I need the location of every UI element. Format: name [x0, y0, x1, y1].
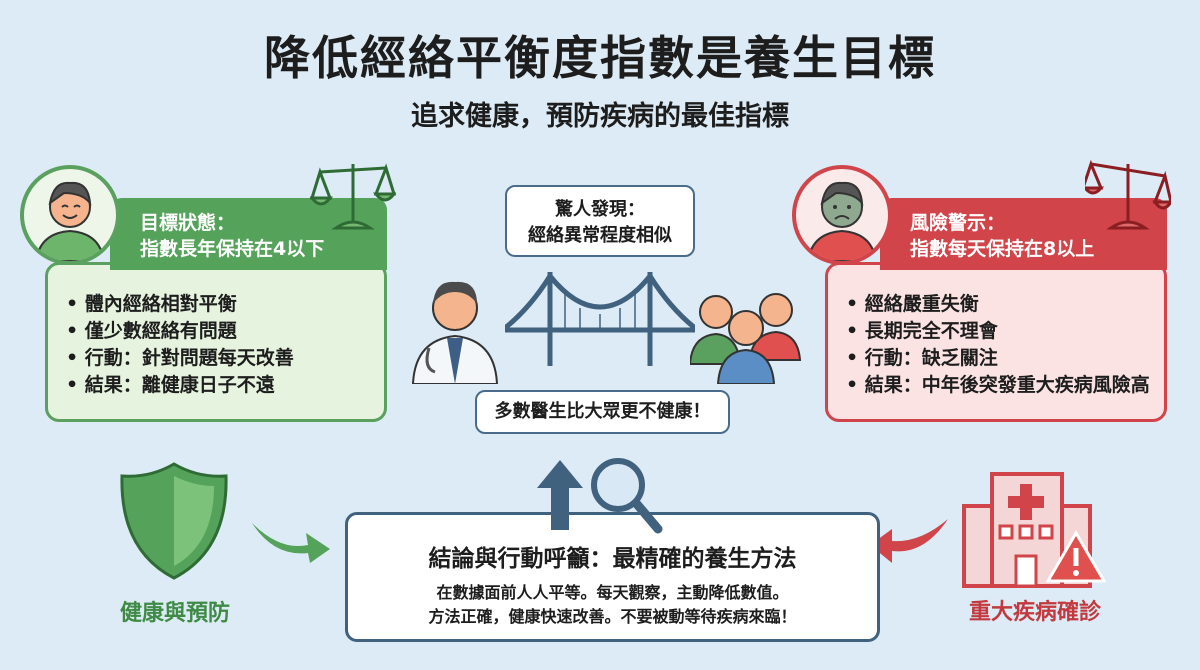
- list-item: 僅少數經絡有問題: [66, 318, 384, 345]
- conclusion-line-2: 方法正確，健康快速改善。不要被動等待疾病來臨！: [428, 607, 797, 626]
- list-item: 長期完全不理會: [846, 318, 1164, 345]
- page-subtitle: 追求健康，預防疾病的最佳指標: [411, 101, 789, 132]
- risk-heading-2: 指數每天保持在8以上: [910, 238, 1095, 260]
- discovery-line-2: 經絡異常程度相似: [528, 225, 672, 246]
- balanced-scale-icon: [310, 163, 396, 230]
- people-group-icon: [690, 293, 802, 384]
- health-prevention-label: 健康與預防: [119, 601, 230, 626]
- goal-card-header: 目標狀態： 指數長年保持在4以下: [110, 198, 387, 270]
- risk-card-header: 風險警示： 指數每天保持在8以上: [880, 198, 1167, 270]
- list-item: 結果：中年後突發重大疾病風險高: [846, 372, 1164, 399]
- red-arrow-icon: [870, 519, 948, 563]
- major-disease-label: 重大疾病確診: [968, 600, 1101, 625]
- bridge-icon: [505, 271, 695, 366]
- goal-heading-1: 目標狀態：: [140, 212, 236, 234]
- warning-icon: [1046, 530, 1106, 583]
- sad-person-icon: [792, 165, 892, 265]
- goal-list: 體內經絡相對平衡 僅少數經絡有問題 行動：針對問題每天改善 結果：離健康日子不遠: [66, 291, 384, 399]
- list-item: 經絡嚴重失衡: [846, 291, 1164, 318]
- risk-card-body: 經絡嚴重失衡 長期完全不理會 行動：缺乏關注 結果：中年後突發重大疾病風險高: [825, 262, 1167, 422]
- conclusion-line-1: 在數據面前人人平等。每天觀察，主動降低數值。: [436, 583, 789, 602]
- doctor-fact-bubble: 多數醫生比大眾更不健康！: [475, 390, 730, 434]
- smiling-person-icon: [20, 165, 120, 265]
- doctor-icon: [411, 281, 499, 384]
- list-item: 結果：離健康日子不遠: [66, 372, 384, 399]
- shield-icon: [120, 462, 228, 580]
- conclusion-title: 結論與行動呼籲：最精確的養生方法: [428, 546, 797, 572]
- list-item: 體內經絡相對平衡: [66, 291, 384, 318]
- goal-heading-2: 指數長年保持在4以下: [140, 238, 325, 260]
- magnifier-icon: [591, 458, 663, 534]
- discovery-bubble: 驚人發現： 經絡異常程度相似: [505, 185, 695, 257]
- list-item: 行動：缺乏關注: [846, 345, 1164, 372]
- discovery-line-1: 驚人發現：: [555, 199, 645, 220]
- list-item: 行動：針對問題每天改善: [66, 345, 384, 372]
- risk-heading-1: 風險警示：: [910, 212, 1006, 234]
- up-arrow-icon: [537, 460, 583, 530]
- conclusion-box: 結論與行動呼籲：最精確的養生方法 在數據面前人人平等。每天觀察，主動降低數值。 …: [345, 512, 880, 642]
- goal-card-body: 體內經絡相對平衡 僅少數經絡有問題 行動：針對問題每天改善 結果：離健康日子不遠: [45, 262, 387, 422]
- green-arrow-icon: [252, 523, 330, 563]
- page-title: 降低經絡平衡度指數是養生目標: [264, 31, 936, 85]
- tilted-scale-icon: [1085, 159, 1171, 230]
- risk-list: 經絡嚴重失衡 長期完全不理會 行動：缺乏關注 結果：中年後突發重大疾病風險高: [846, 291, 1164, 399]
